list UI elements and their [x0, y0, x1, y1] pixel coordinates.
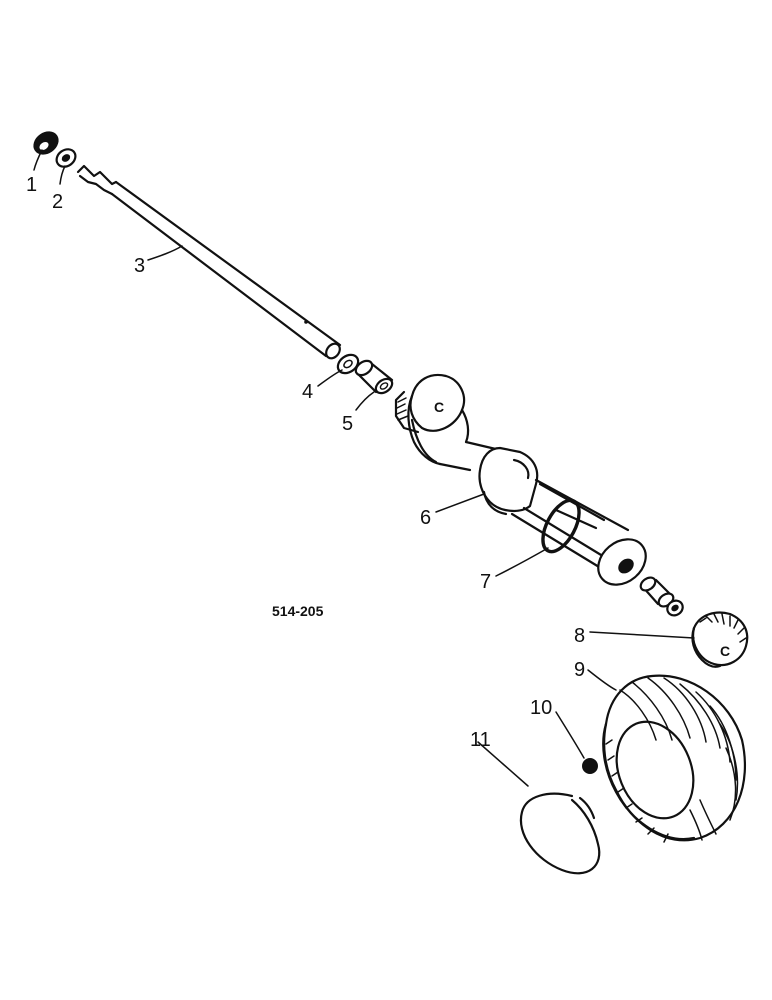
callout-10: 10: [530, 697, 552, 719]
callout-7: 7: [480, 571, 491, 593]
part-6-housing: C: [394, 373, 647, 586]
leader-lines: [33, 149, 695, 787]
part-7-o-ring: [541, 498, 581, 554]
callout-2: 2: [52, 191, 63, 213]
callout-11: 11: [470, 729, 491, 751]
callout-1: 1: [26, 174, 37, 196]
part-9-ring-gear: [602, 674, 746, 843]
callout-4: 4: [302, 381, 313, 403]
flange-mark: C: [434, 399, 444, 415]
callout-8: 8: [574, 625, 585, 647]
part-1-seal: [33, 131, 59, 155]
part-4-washer: [336, 353, 360, 375]
callout-9: 9: [574, 659, 585, 681]
callout-6: 6: [420, 507, 431, 529]
part-2-washer: [55, 148, 77, 168]
part-10-ball: [582, 758, 598, 774]
callout-3: 3: [134, 255, 145, 277]
part-8-spacers: [639, 576, 684, 617]
part-3-shaft: [76, 164, 342, 360]
part-11-snap-ring: [519, 792, 601, 875]
gear-mark: C: [720, 643, 730, 659]
reference-number: 514-205: [272, 603, 324, 619]
part-8-pinion-gear: C: [691, 611, 749, 668]
callout-5: 5: [342, 413, 353, 435]
part-5-bushing: [354, 359, 394, 395]
